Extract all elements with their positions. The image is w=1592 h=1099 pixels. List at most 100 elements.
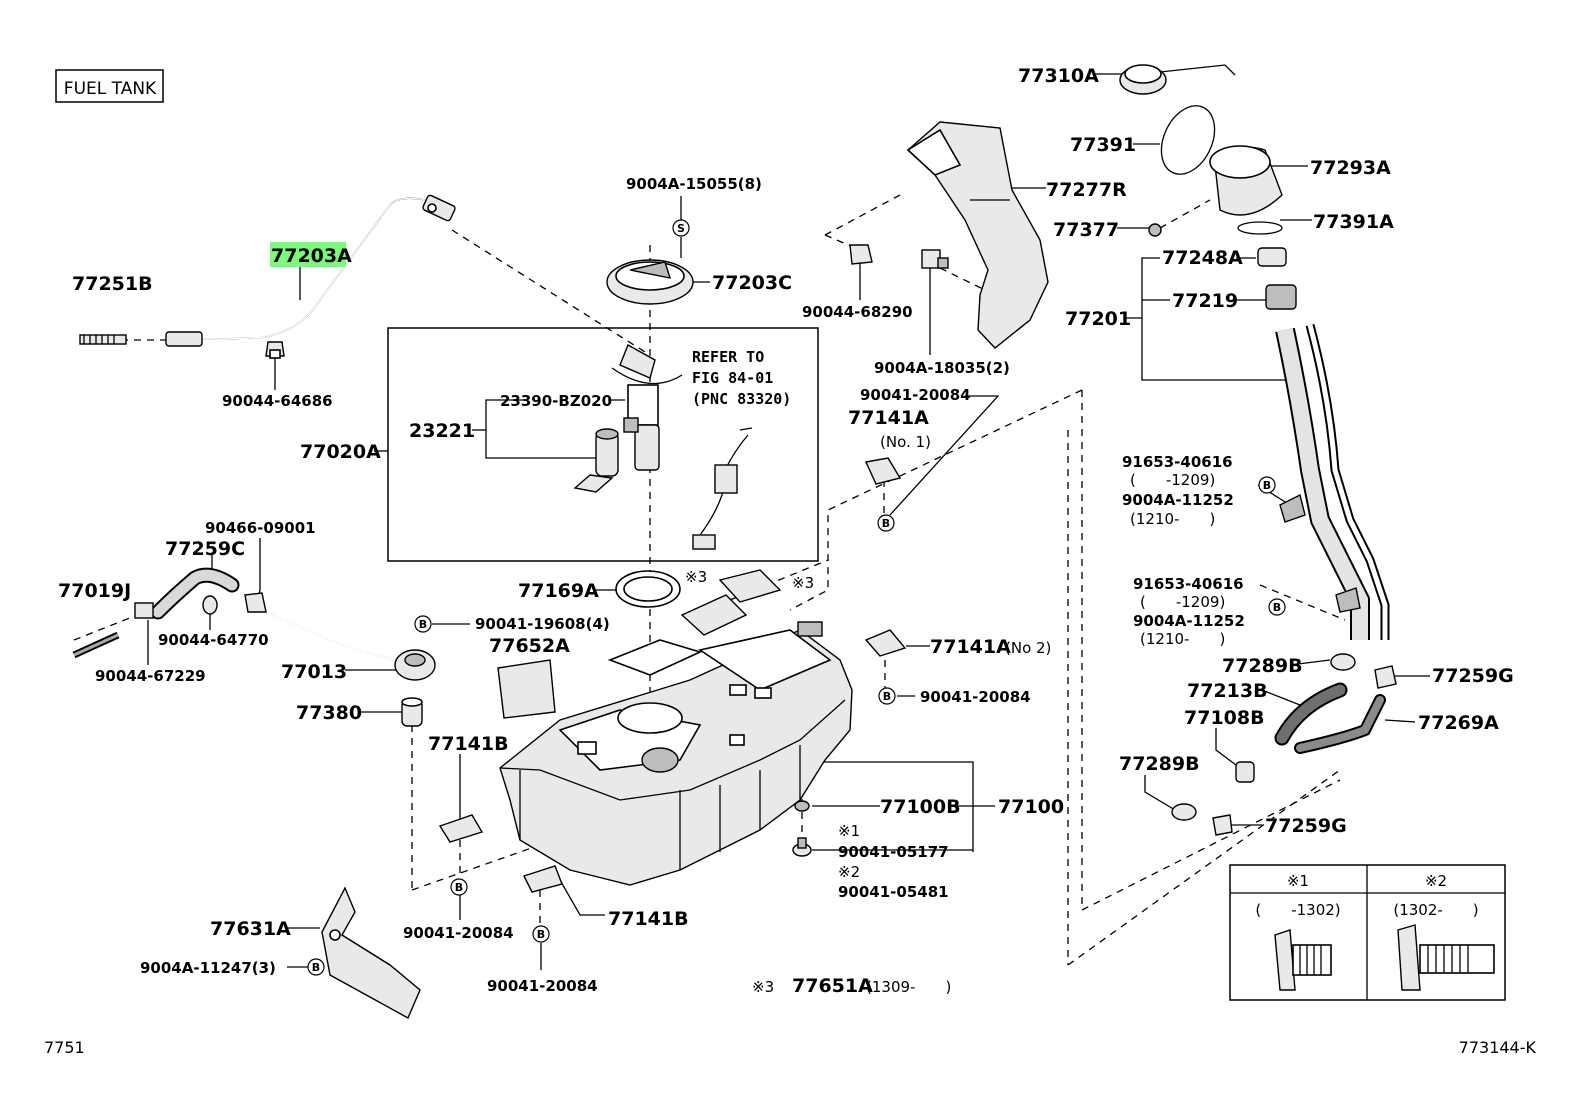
label-77269a[interactable]: 77269A [1418,712,1499,734]
label-23390-bz020[interactable]: 23390-BZ020 [500,392,612,410]
label-90044-64686[interactable]: 90044-64686 [222,392,333,410]
dashed-guide [939,267,986,291]
label-9004a-11252-a[interactable]: 9004A-11252 [1122,491,1234,509]
fuel-pump-group-box [387,327,819,562]
label-77248a[interactable]: 77248A [1162,247,1243,269]
label-77141b-b[interactable]: 77141B [608,908,689,930]
label-77203a[interactable]: 77203A [271,245,352,267]
part-77251b-rod [79,334,127,345]
label-77141a-1[interactable]: 77141A [848,407,929,429]
label-90041-20084-c[interactable]: 90041-20084 [403,924,514,942]
label-90041-05177[interactable]: 90041-05177 [838,843,949,861]
leader-line [889,395,1000,516]
bolt-table: ※1 ※2 ( -1302) (1302- ) [1229,864,1506,1001]
label-9004a-11252-b[interactable]: 9004A-11252 [1133,612,1245,630]
label-77391a[interactable]: 77391A [1313,211,1394,233]
part-77141b-band-b [523,865,563,893]
part-pad-77651a [718,569,782,603]
label-77203c[interactable]: 77203C [712,272,792,294]
label-77108b[interactable]: 77108B [1184,707,1265,729]
part-90041-05177-bolt [792,837,812,857]
label-77100b[interactable]: 77100B [880,796,961,818]
part-77652a-pad [497,659,556,719]
label-90044-68290[interactable]: 90044-68290 [802,303,913,321]
dashed-guide [411,844,541,891]
part-23221-pump [573,428,619,493]
label-77019j[interactable]: 77019J [58,580,131,602]
label-range-1209-b: ( -1209) [1140,593,1225,611]
part-77269a-hose [1294,694,1386,754]
label-77259g-a[interactable]: 77259G [1432,665,1514,687]
label-77259g-b[interactable]: 77259G [1265,815,1347,837]
label-9004a-11247[interactable]: 9004A-11247(3) [140,959,276,977]
label-90044-64770[interactable]: 90044-64770 [158,631,269,649]
circle-s-marker: S [672,219,690,237]
part-77019j-rod [72,631,120,659]
label-77277r[interactable]: 77277R [1046,179,1127,201]
label-77259c[interactable]: 77259C [165,538,245,560]
label-77020a[interactable]: 77020A [300,441,381,463]
label-77651a[interactable]: 77651A [792,975,873,997]
part-77141b-band-a [438,814,484,843]
highlight-77203a [270,242,346,267]
label-91653-40616-a[interactable]: 91653-40616 [1122,453,1233,471]
label-77100[interactable]: 77100 [998,796,1064,818]
part-77391-ring [1160,105,1216,175]
label-90044-67229[interactable]: 90044-67229 [95,667,206,685]
label-77310a[interactable]: 77310A [1018,65,1099,87]
part-77277r-bracket [906,121,1049,349]
mark-3-bottom: ※3 [752,978,774,996]
label-90041-19608[interactable]: 90041-19608(4) [475,615,610,633]
label-90041-20084-d[interactable]: 90041-20084 [487,977,598,995]
label-77391[interactable]: 77391 [1070,134,1136,156]
label-90041-20084-b[interactable]: 90041-20084 [920,688,1031,706]
dashed-guide [1067,769,1341,966]
title-box [55,69,164,103]
label-77289b-b[interactable]: 77289B [1119,753,1200,775]
label-77251b[interactable]: 77251B [72,273,153,295]
part-77248a-collar [1257,247,1287,267]
part-pad-77651a [680,594,748,636]
label-77219[interactable]: 77219 [1172,290,1238,312]
part-bolt-9004a-18035 [921,249,949,269]
part-clip-90044-67229 [134,602,154,619]
label-77377[interactable]: 77377 [1053,219,1119,241]
label-77169a[interactable]: 77169A [518,580,599,602]
label-23221[interactable]: 23221 [409,420,475,442]
dashed-guide [1259,584,1346,621]
label-77293a[interactable]: 77293A [1310,157,1391,179]
circle-b-marker: B B B B B B B B [307,476,1286,976]
page-title: FUEL TANK [64,79,157,99]
leader-line [1144,775,1176,811]
label-77141b-a[interactable]: 77141B [428,733,509,755]
label-no-1: (No. 1) [880,433,931,451]
leader-line [1261,689,1301,706]
dashed-guide [789,389,1083,611]
label-9004a-18035[interactable]: 9004A-18035(2) [874,359,1010,377]
label-9004a-15055[interactable]: 9004A-15055(8) [626,175,762,193]
part-77219-collar [1265,284,1297,310]
part-77380-cap [401,697,423,727]
label-77213b[interactable]: 77213B [1187,680,1268,702]
part-77289b-clamp-a [1330,653,1356,671]
label-90041-05481[interactable]: 90041-05481 [838,883,949,901]
part-77391a-ring [1237,221,1283,235]
svg-text:B: B [537,928,545,941]
label-91653-40616-b[interactable]: 91653-40616 [1133,575,1244,593]
label-77380[interactable]: 77380 [296,702,362,724]
leader-line [559,879,605,916]
part-77203a-tube [165,194,456,347]
label-77201[interactable]: 77201 [1065,308,1131,330]
corner-code-right: 773144-K [1459,1038,1537,1057]
label-77013[interactable]: 77013 [281,661,347,683]
label-90041-20084-a[interactable]: 90041-20084 [860,386,971,404]
part-clip-90044-64770 [202,595,218,615]
label-77631a[interactable]: 77631A [210,918,291,940]
label-77289b-a[interactable]: 77289B [1222,655,1303,677]
label-77652a[interactable]: 77652A [489,635,570,657]
mark-2: ※2 [838,863,860,881]
label-77141a-2[interactable]: 77141A [930,636,1011,658]
label-90466-09001[interactable]: 90466-09001 [205,519,316,537]
leader-line [1384,719,1416,723]
